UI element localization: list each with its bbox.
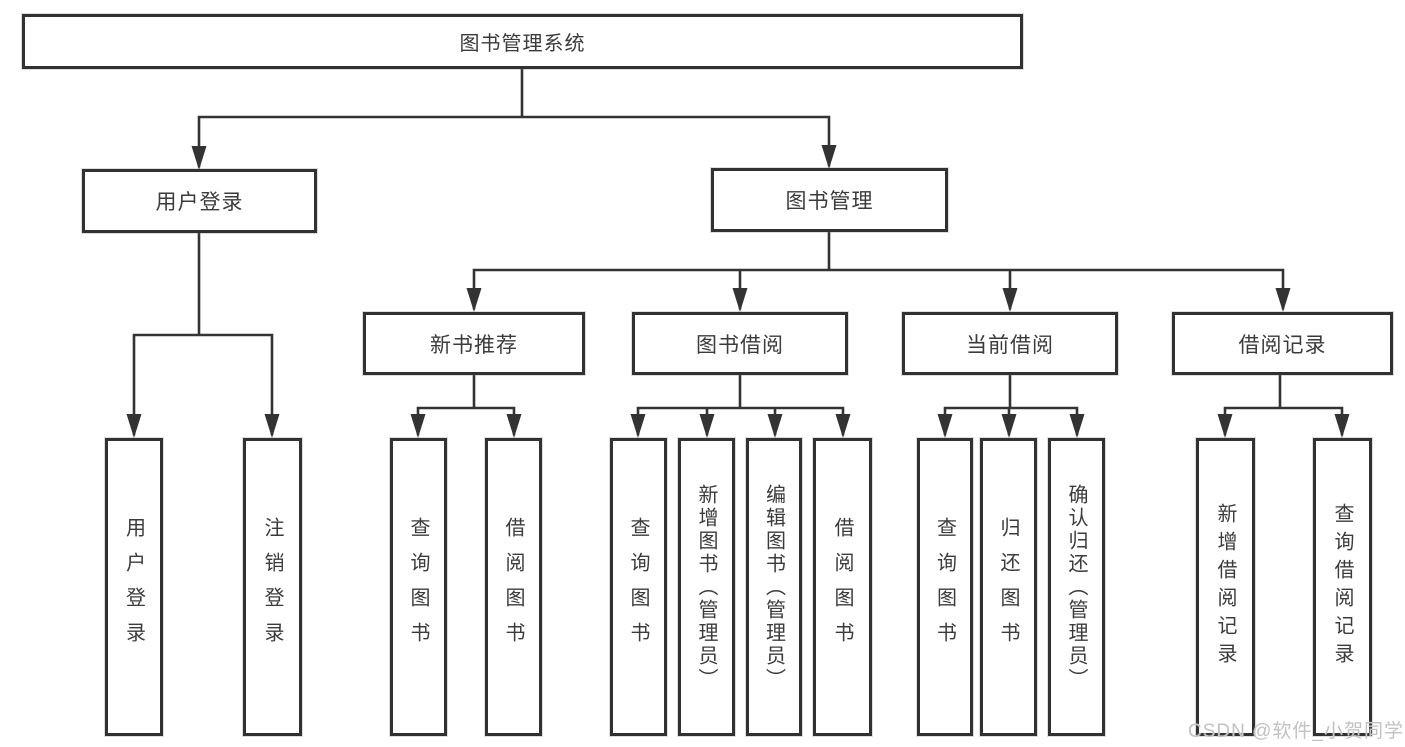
node-label: 图书管理 bbox=[785, 190, 874, 213]
edge-recommend-to-leaves bbox=[416, 373, 516, 436]
leaf-add-borrow-record: 新增借阅记录 bbox=[1196, 438, 1255, 736]
edge-records-to-leaves bbox=[1223, 373, 1344, 436]
leaf-user-login: 用户登录 bbox=[105, 438, 163, 736]
leaf-query-books-recommend: 查询图书 bbox=[390, 438, 447, 736]
node-label: 借阅记录 bbox=[1238, 333, 1327, 357]
node-new-book-recommend: 新书推荐 bbox=[363, 312, 585, 375]
node-label: 注销登录 bbox=[261, 517, 283, 657]
edge-borrow-to-leaves bbox=[636, 373, 845, 436]
node-label: 借阅图书 bbox=[831, 517, 853, 657]
node-label: 查询借阅记录 bbox=[1331, 503, 1353, 671]
node-label: 用户登录 bbox=[155, 191, 244, 214]
leaf-logout: 注销登录 bbox=[243, 438, 302, 736]
node-book-manage: 图书管理 bbox=[711, 168, 948, 232]
node-label: 新书推荐 bbox=[430, 333, 518, 357]
edge-manage-to-level3 bbox=[472, 230, 1285, 310]
leaf-add-book-admin: 新增图书（管理员） bbox=[678, 438, 735, 736]
node-label: 新增借阅记录 bbox=[1214, 503, 1236, 671]
leaf-borrow-books-recommend: 借阅图书 bbox=[485, 438, 542, 736]
node-label: 查询图书 bbox=[627, 517, 649, 657]
leaf-return-book: 归还图书 bbox=[980, 438, 1037, 736]
edge-login-to-leaves bbox=[132, 231, 274, 436]
arrowheads bbox=[126, 145, 1350, 438]
leaf-edit-book-admin: 编辑图书（管理员） bbox=[746, 438, 802, 736]
node-label: 查询图书 bbox=[407, 517, 429, 657]
watermark: CSDN @软件_小贺同学 bbox=[1188, 721, 1404, 742]
node-label: 新增图书（管理员） bbox=[695, 483, 717, 691]
leaf-query-books-borrow: 查询图书 bbox=[610, 438, 667, 736]
node-borrow-records: 借阅记录 bbox=[1172, 312, 1393, 375]
node-label: 借阅图书 bbox=[502, 517, 524, 657]
node-label: 确认归还（管理员） bbox=[1065, 483, 1087, 691]
node-label: 图书管理系统 bbox=[459, 33, 586, 55]
edge-root-to-level2 bbox=[197, 67, 831, 168]
leaf-borrow-books: 借阅图书 bbox=[813, 438, 872, 736]
node-user-login: 用户登录 bbox=[82, 169, 317, 233]
leaf-query-borrow-record: 查询借阅记录 bbox=[1313, 438, 1372, 736]
node-label: 归还图书 bbox=[997, 517, 1019, 657]
node-label: 当前借阅 bbox=[966, 333, 1054, 357]
node-label: 用户登录 bbox=[122, 517, 145, 657]
leaf-confirm-return-admin: 确认归还（管理员） bbox=[1048, 438, 1105, 736]
node-library-system: 图书管理系统 bbox=[22, 14, 1023, 69]
node-current-borrow: 当前借阅 bbox=[902, 312, 1118, 375]
node-label: 图书借阅 bbox=[696, 333, 784, 357]
node-book-borrow: 图书借阅 bbox=[632, 312, 848, 375]
node-label: 编辑图书（管理员） bbox=[762, 483, 785, 691]
node-label: 查询图书 bbox=[933, 517, 956, 657]
leaf-query-books-current: 查询图书 bbox=[917, 438, 973, 736]
